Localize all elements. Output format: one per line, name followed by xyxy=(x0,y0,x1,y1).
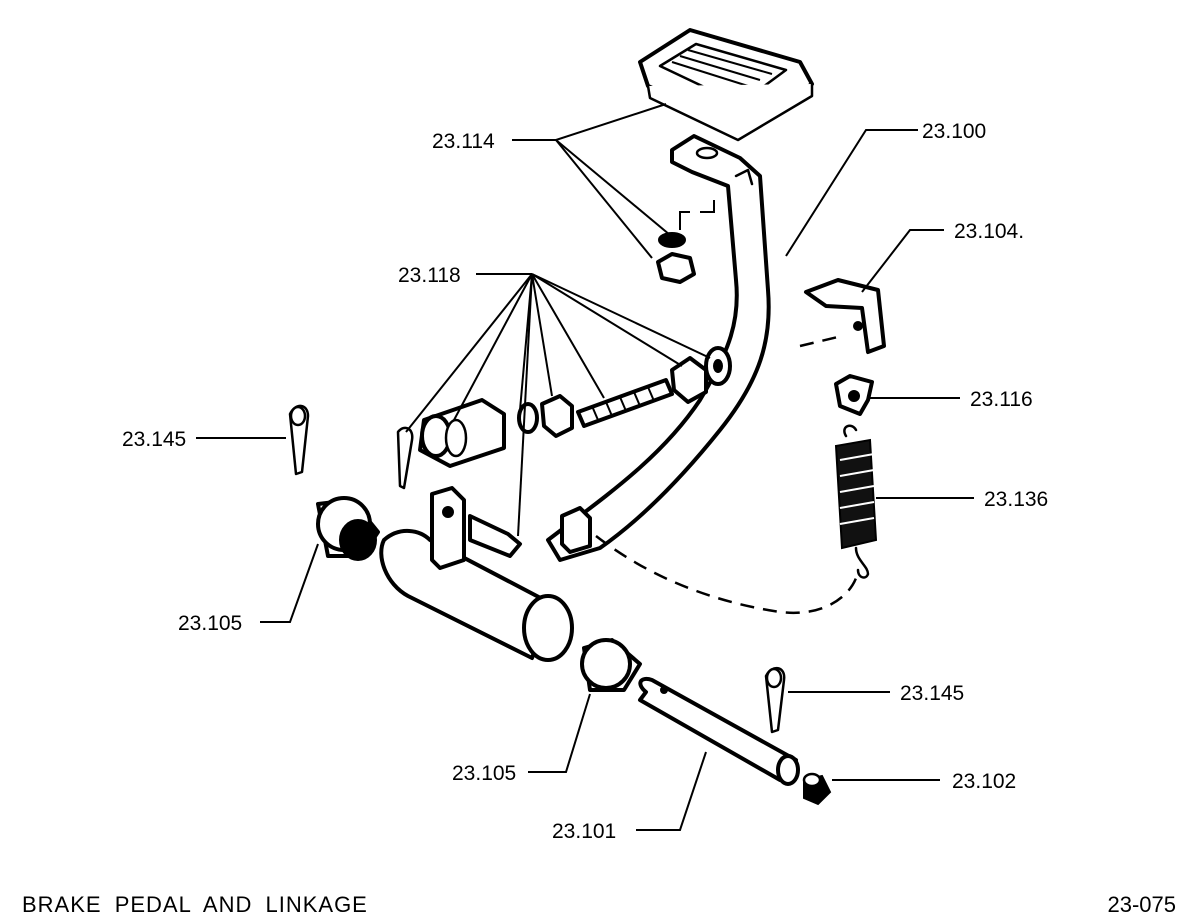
pedal-pad xyxy=(638,28,814,142)
bushing-upper xyxy=(316,496,380,561)
cotter-pin-right xyxy=(764,667,786,734)
callout-23-136: 23.136 xyxy=(984,488,1048,511)
pivot-pin xyxy=(638,677,800,786)
callout-23-101: 23.101 xyxy=(552,820,616,843)
callout-23-118: 23.118 xyxy=(398,264,461,287)
callout-23-104: 23.104. xyxy=(954,220,1024,243)
bushing-lower xyxy=(580,638,642,692)
bracket xyxy=(799,278,886,354)
cross-shaft xyxy=(379,486,592,662)
pad-fasteners xyxy=(656,200,715,284)
callout-23-145-left: 23.145 xyxy=(122,428,186,451)
callout-23-100: 23.100 xyxy=(922,120,986,143)
diagram-title: BRAKE PEDAL AND LINKAGE xyxy=(22,892,368,917)
clevis-and-rod xyxy=(396,346,732,558)
callout-23-105-upper: 23.105 xyxy=(178,612,242,635)
cotter-pin-left xyxy=(288,404,310,476)
return-spring xyxy=(595,424,878,615)
page-code: 23-075 xyxy=(1107,892,1176,917)
pin-nut xyxy=(802,772,832,806)
callout-23-116: 23.116 xyxy=(970,388,1033,411)
callout-23-105-lower: 23.105 xyxy=(452,762,516,785)
spring-clip xyxy=(834,374,874,416)
leader-lines xyxy=(196,103,974,831)
callout-23-102: 23.102 xyxy=(952,770,1016,793)
callout-23-114: 23.114 xyxy=(432,130,495,153)
callout-23-145-right: 23.145 xyxy=(900,682,964,705)
pedal-arm xyxy=(546,134,771,562)
